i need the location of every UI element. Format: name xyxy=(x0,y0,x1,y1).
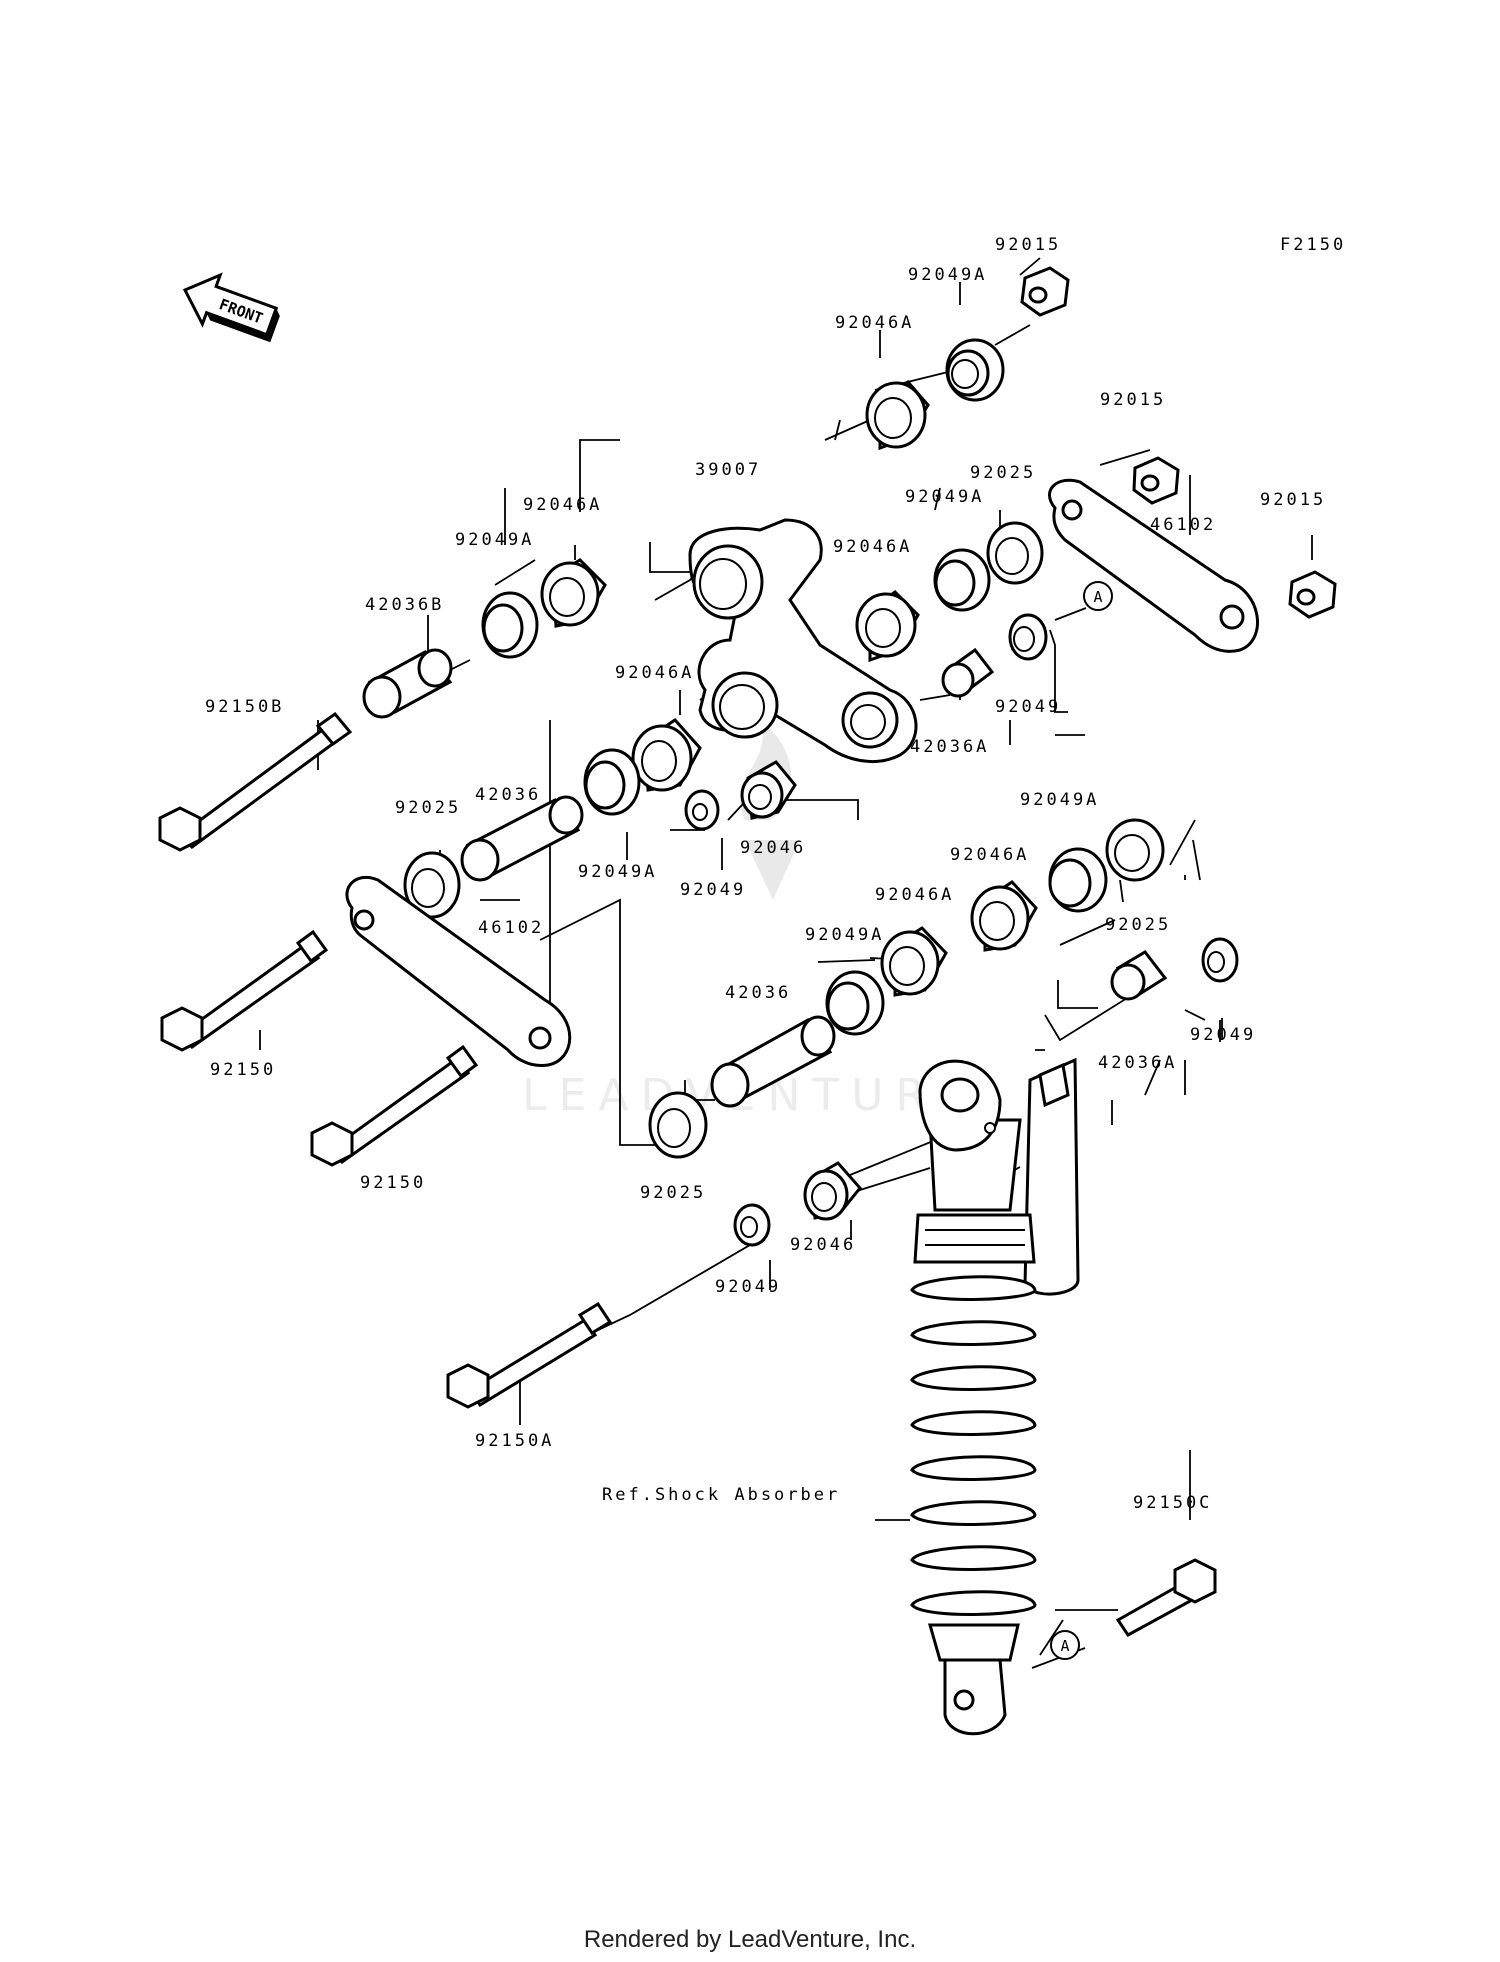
diagram-code: F2150 xyxy=(1280,235,1346,255)
bearing-92046A-mid xyxy=(855,590,920,663)
callout-label: 92015 xyxy=(995,235,1061,255)
callout-label: 92046A xyxy=(615,663,694,683)
footer-credit: Rendered by LeadVenture, Inc. xyxy=(583,1926,917,1953)
callout-label: 92046A xyxy=(833,537,912,557)
callout-label: 92046 xyxy=(790,1235,856,1255)
spring-coils xyxy=(910,1275,1037,1616)
callout-label: 92046A xyxy=(950,845,1029,865)
callout-label: 42036B xyxy=(365,595,444,615)
ref-circle-a-label: A xyxy=(1093,588,1102,606)
sleeve-42036-upper xyxy=(460,795,584,882)
callout-label: 92049 xyxy=(995,697,1061,717)
washer-92049-upper xyxy=(1008,613,1048,661)
callout-label: 42036A xyxy=(1098,1053,1177,1073)
callout-label: 92150 xyxy=(210,1060,276,1080)
callout-label: 92046A xyxy=(835,313,914,333)
front-arrow-icon: FRONT xyxy=(182,272,280,343)
callout-label: 92150C xyxy=(1133,1493,1212,1513)
ref-shock-absorber-label: Ref.Shock Absorber xyxy=(602,1485,840,1505)
bearing-92046-small xyxy=(740,760,797,820)
callout-label: 92015 xyxy=(1100,390,1166,410)
callout-label: 92049 xyxy=(1190,1025,1256,1045)
washer-92025-right xyxy=(1105,818,1165,882)
washer-92025-upper xyxy=(986,521,1044,585)
callout-label: 92150B xyxy=(205,697,284,717)
callout-label: 92025 xyxy=(640,1183,706,1203)
callout-label: 46102 xyxy=(1150,515,1216,535)
callout-label: 92049 xyxy=(680,880,746,900)
callout-label: 92049A xyxy=(1020,790,1099,810)
washer-92049-bottom xyxy=(733,1203,771,1247)
collar-92049A-top xyxy=(945,338,1005,402)
washer-92049-small xyxy=(684,789,720,831)
callout-label: 92049A xyxy=(905,487,984,507)
callout-label: 92150A xyxy=(475,1431,554,1451)
bolt-92150-upper xyxy=(160,929,329,1052)
collar-42036A-lower xyxy=(1110,950,1168,1001)
callout-label: 92025 xyxy=(395,798,461,818)
washer-92049-right xyxy=(1201,937,1239,983)
bearing-92046-bottom xyxy=(803,1161,862,1221)
callout-label: 92150 xyxy=(360,1173,426,1193)
bolt-92150B xyxy=(158,711,353,852)
callout-label: 92049A xyxy=(455,530,534,550)
rocker-arm-39007 xyxy=(688,518,918,763)
collar-92049A-left xyxy=(481,591,539,659)
callout-label: 42036 xyxy=(475,785,541,805)
collar-92049A-mid xyxy=(933,548,991,612)
tie-rod-46102-lower xyxy=(345,875,572,1068)
bearing-92046A-lowercenter xyxy=(880,926,948,997)
callout-label: 92015 xyxy=(1260,490,1326,510)
callout-label: 42036A xyxy=(910,737,989,757)
callout-label: 92049 xyxy=(715,1277,781,1297)
callout-label: 92025 xyxy=(1105,915,1171,935)
callout-label: 92025 xyxy=(970,463,1036,483)
callout-label: 92046A xyxy=(523,495,602,515)
sleeve-42036-lower xyxy=(710,1015,836,1108)
bolt-92150-lower xyxy=(310,1044,479,1167)
collar-92049A-lower xyxy=(825,970,885,1036)
callout-label: 92046 xyxy=(740,838,806,858)
sleeve-42036B xyxy=(362,648,453,719)
bearing-92046A-left xyxy=(540,558,607,628)
callout-label: 92046A xyxy=(875,885,954,905)
ref-circle-a-lower: A xyxy=(1050,1630,1080,1660)
callout-label: 92049A xyxy=(578,862,657,882)
bearing-92046A-right xyxy=(970,880,1038,952)
callout-label: 92049A xyxy=(908,265,987,285)
bearing-92046A-lowerleft xyxy=(631,718,702,792)
callout-label: 92049A xyxy=(805,925,884,945)
callout-label: 39007 xyxy=(695,460,761,480)
nut-92015-middle xyxy=(1132,456,1180,505)
shock-absorber xyxy=(910,1057,1080,1736)
nut-92015-right xyxy=(1288,570,1337,619)
parts: A xyxy=(158,266,1337,1736)
collar-42036A-upper xyxy=(941,647,995,698)
washer-92025-bottom xyxy=(648,1091,708,1159)
callout-label: 46102 xyxy=(478,918,544,938)
collar-92049A-center xyxy=(583,748,641,816)
bolt-92150A xyxy=(446,1301,613,1409)
callouts: 92015 92049A 92046A 92015 39007 92025 92… xyxy=(205,235,1326,1513)
callout-label: 42036 xyxy=(725,983,791,1003)
nut-92015-top xyxy=(1020,266,1070,317)
collar-92049A-right xyxy=(1048,847,1108,913)
bolt-92150C xyxy=(1115,1558,1217,1637)
bearing-92046A-top xyxy=(865,380,930,451)
ref-circle-a-upper: A xyxy=(1083,581,1113,611)
tie-rod-46102-upper xyxy=(1048,478,1259,653)
ref-circle-a-label-lower: A xyxy=(1060,1637,1069,1655)
